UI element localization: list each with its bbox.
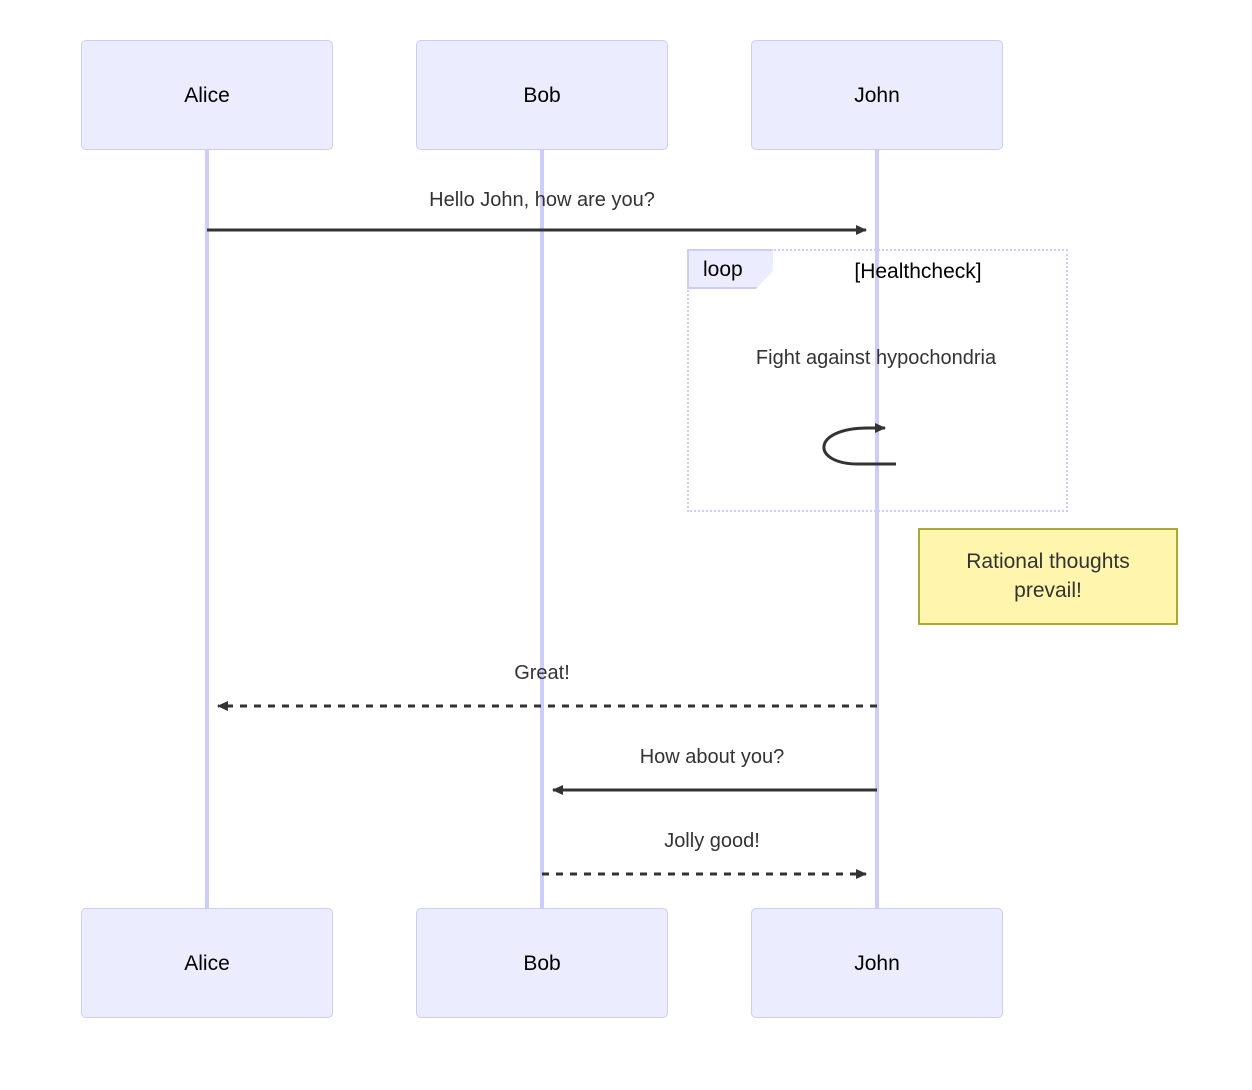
message-label-jolly-good: Jolly good! (664, 830, 760, 852)
actor-box-john-top[interactable]: John (751, 40, 1003, 150)
loop-fragment-keyword-label: loop (703, 257, 743, 281)
loop-fragment-title: [Healthcheck] (854, 260, 982, 283)
actor-label-alice-top: Alice (184, 83, 230, 107)
message-label-great: Great! (514, 662, 570, 684)
actor-label-john-bottom: John (854, 951, 900, 975)
loop-fragment-keyword-tab: loop (687, 249, 773, 289)
actor-label-bob-top: Bob (523, 83, 561, 107)
actor-label-bob-bottom: Bob (523, 951, 561, 975)
actor-label-john-top: John (854, 83, 900, 107)
message-label-how-about-you: How about you? (639, 746, 785, 768)
loop-fragment-box (687, 249, 1068, 512)
note-text: Rational thoughts prevail! (966, 550, 1130, 602)
message-label-self-loop: Fight against hypochondria (755, 347, 997, 369)
actor-box-bob-top[interactable]: Bob (416, 40, 668, 150)
actor-box-john-bottom[interactable]: John (751, 908, 1003, 1018)
actor-box-alice-bottom[interactable]: Alice (81, 908, 333, 1018)
actor-label-alice-bottom: Alice (184, 951, 230, 975)
note-box-rational-thoughts: Rational thoughts prevail! (918, 528, 1178, 625)
message-label-hello-john: Hello John, how are you? (429, 189, 655, 211)
actor-box-bob-bottom[interactable]: Bob (416, 908, 668, 1018)
message-arrow-self-loop (822, 423, 896, 466)
actor-box-alice-top[interactable]: Alice (81, 40, 333, 150)
